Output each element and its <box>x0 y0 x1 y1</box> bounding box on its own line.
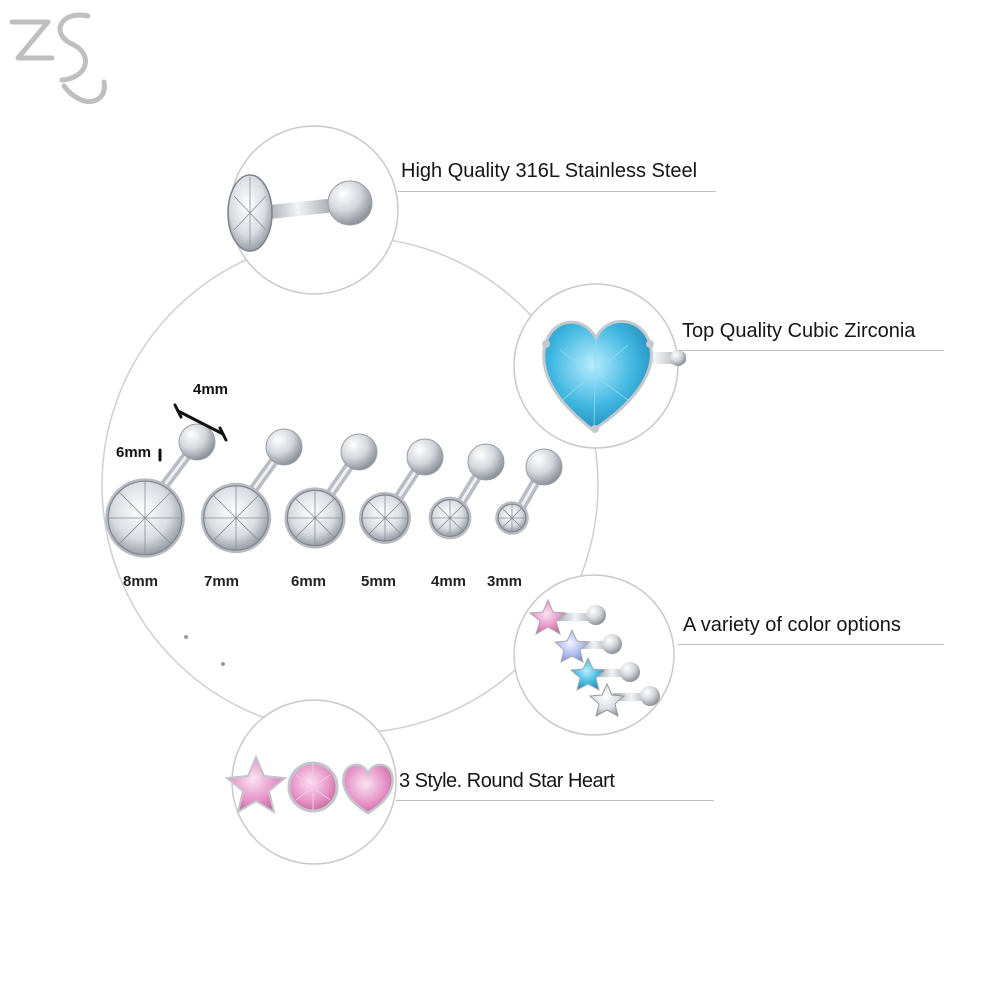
size-label: 5mm <box>361 573 397 590</box>
stud-ball <box>340 433 378 471</box>
size-label: 8mm <box>123 573 159 590</box>
stud-facets <box>108 481 182 555</box>
stud-facets <box>498 504 526 532</box>
feature-rule-colors <box>678 644 944 645</box>
stud-earring-icon <box>227 174 373 252</box>
feature-rule-steel <box>398 191 716 192</box>
feature-rule-styles <box>396 800 714 801</box>
decor-dot <box>221 662 225 666</box>
size-label: 7mm <box>204 573 240 590</box>
colored-star-studs-icon <box>528 598 660 717</box>
stud-ball <box>525 448 563 486</box>
size-label: 3mm <box>487 573 523 590</box>
stud-7mm <box>200 428 303 554</box>
stud-facets <box>287 490 343 546</box>
stud-ball <box>467 443 505 481</box>
stud-facets <box>203 485 269 551</box>
zs-logo-icon <box>9 12 107 104</box>
stud-3mm <box>495 448 563 535</box>
feature-circle-colors <box>513 574 675 736</box>
stud-facets <box>431 499 469 537</box>
stud-facets <box>362 495 408 541</box>
feature-label-zirconia: Top Quality Cubic Zirconia <box>682 320 916 342</box>
dimension-marker <box>158 403 228 462</box>
feature-label-styles: 3 Style. Round Star Heart <box>399 770 615 792</box>
blue-heart-stone-icon <box>542 320 686 433</box>
feature-label-steel: High Quality 316L Stainless Steel <box>401 160 698 182</box>
stud-ball <box>178 423 216 461</box>
size-label: 6mm <box>291 573 327 590</box>
feature-label-colors: A variety of color options <box>683 614 901 636</box>
decor-dot <box>184 635 188 639</box>
stud-5mm <box>359 438 444 544</box>
ball-dimension-label: 4mm <box>193 381 229 398</box>
heart-stone-icon <box>342 763 394 815</box>
feature-rule-zirconia <box>678 350 944 351</box>
stud-8mm <box>105 423 216 558</box>
three-stone-styles-icon <box>224 754 394 815</box>
star-stone-icon <box>224 754 288 815</box>
stud-6mm <box>284 433 378 549</box>
stud-ball <box>406 438 444 476</box>
size-label: 4mm <box>431 573 467 590</box>
size-chart-studs <box>105 423 563 558</box>
stud-ball <box>265 428 303 466</box>
stud-4mm <box>428 443 505 540</box>
bar-dimension-label: 6mm <box>116 444 152 461</box>
